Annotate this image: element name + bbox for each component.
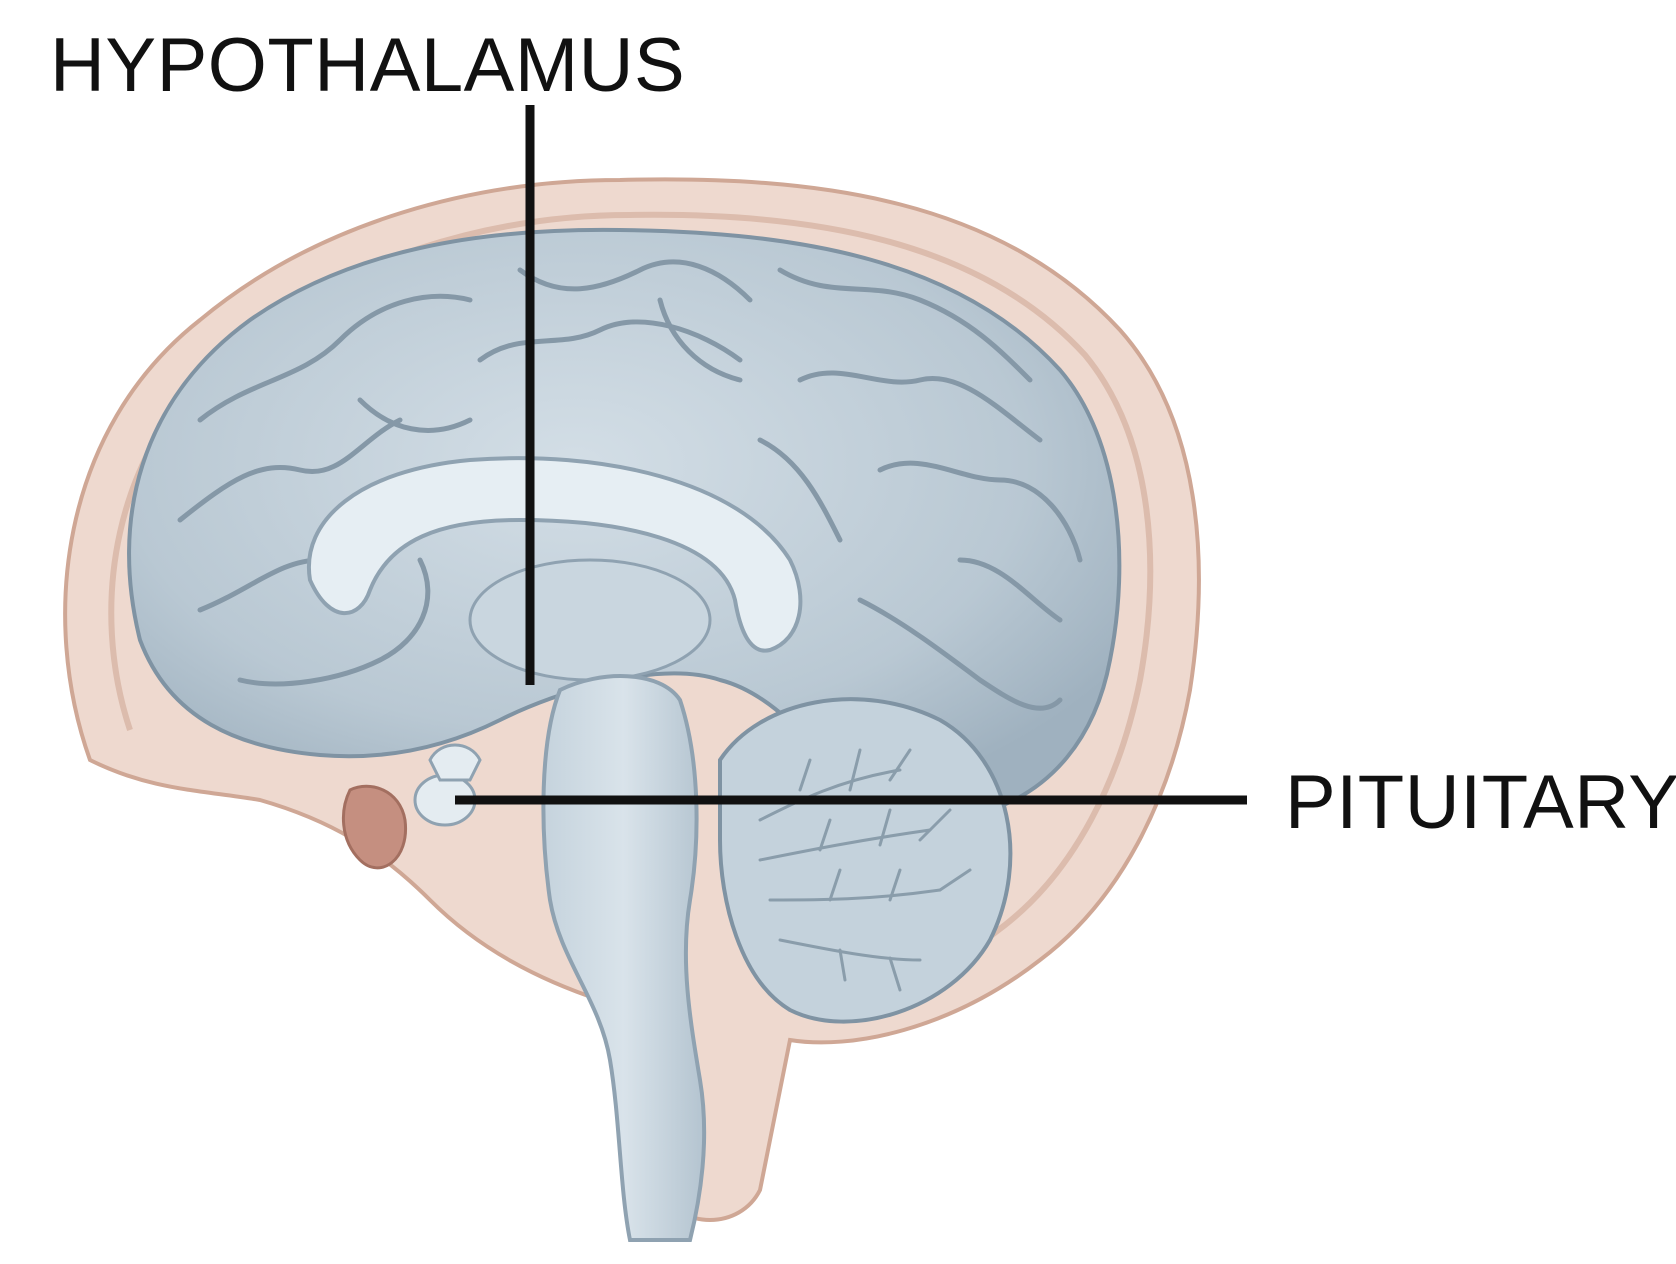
corpus-callosum: [306, 456, 803, 653]
thalamus: [468, 558, 712, 682]
sphenoid-sinus: [341, 784, 408, 870]
cerebellum: [718, 697, 1013, 1024]
pituitary-stalk: [428, 743, 482, 782]
gyri-lines: [177, 259, 1083, 711]
hypothalamus-label: HYPOTHALAMUS: [50, 23, 686, 108]
pituitary-label: PITUITARY: [1285, 760, 1676, 845]
arbor-vitae: [758, 748, 972, 992]
brainstem: [541, 674, 707, 1242]
